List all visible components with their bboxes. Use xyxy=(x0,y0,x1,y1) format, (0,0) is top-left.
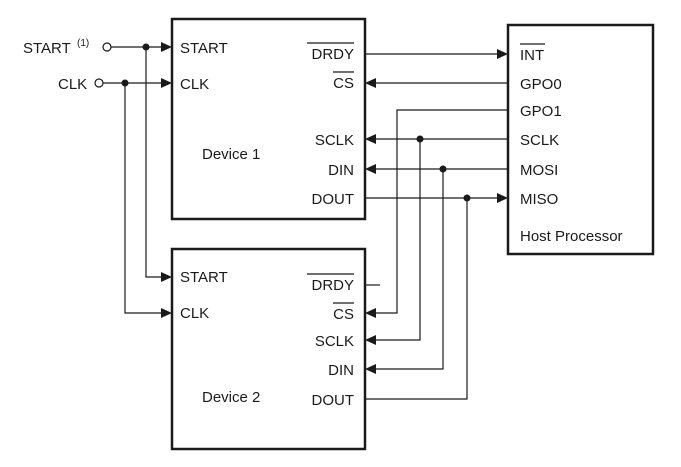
miso-arrow xyxy=(497,193,508,203)
clk-net xyxy=(103,78,172,318)
gpo0-cs-net xyxy=(365,78,508,88)
device-2-labels: Device 2 START CLK DRDY CS SCLK DIN DOUT xyxy=(180,269,354,409)
device-2-pin-din: DIN xyxy=(328,362,354,379)
host-processor-labels: INT GPO0 GPO1 SCLK MOSI MISO Host Proces… xyxy=(520,43,623,245)
sclk-arrow-device-1 xyxy=(365,134,376,144)
device-2-pin-clk: CLK xyxy=(180,305,209,322)
device-1-pin-din: DIN xyxy=(328,162,354,179)
mosi-arrow-device-2 xyxy=(365,364,376,374)
gpo1-cs-wire xyxy=(367,109,508,314)
device-2-pin-dout: DOUT xyxy=(312,392,355,409)
device-2-box xyxy=(170,247,367,451)
device-2-pin-sclk: SCLK xyxy=(315,333,354,350)
dout-wire-device-2 xyxy=(365,198,468,400)
device-1-pin-clk: CLK xyxy=(180,76,209,93)
clk-arrow-device-1 xyxy=(161,78,172,88)
device-2-title: Device 2 xyxy=(202,389,260,406)
device-1-pin-cs: CS xyxy=(333,75,354,92)
start-input-label: START xyxy=(23,40,71,57)
host-pin-mosi: MOSI xyxy=(520,162,558,179)
drdy-int-arrow xyxy=(497,49,508,59)
sclk-net xyxy=(365,134,508,345)
host-pin-miso: MISO xyxy=(520,191,558,208)
start-arrow-device-2 xyxy=(161,272,172,282)
gpo1-cs-arrow xyxy=(365,308,376,318)
mosi-junction-dot xyxy=(439,165,447,173)
gpo0-cs-arrow xyxy=(365,78,376,88)
clk-junction-dot xyxy=(121,79,129,87)
start-input-terminal xyxy=(102,42,112,52)
device-1-pin-dout: DOUT xyxy=(312,191,355,208)
drdy-int-net xyxy=(365,49,508,59)
start-arrow-device-1 xyxy=(161,42,172,52)
clk-input-terminal xyxy=(94,78,104,88)
host-pin-int: INT xyxy=(520,47,544,64)
start-junction-dot xyxy=(142,43,150,51)
external-inputs: START (1) CLK xyxy=(23,38,112,93)
clk-input-label: CLK xyxy=(58,76,87,93)
device-2-pin-drdy: DRDY xyxy=(311,277,354,294)
sclk-wire-device-2 xyxy=(367,139,421,341)
host-title: Host Processor xyxy=(520,228,623,245)
device-2-pin-start: START xyxy=(180,269,228,286)
host-pin-gpo0: GPO0 xyxy=(520,76,562,93)
dout-miso-net xyxy=(365,193,508,400)
start-net xyxy=(111,42,172,282)
gpo1-cs-net xyxy=(365,109,508,318)
sclk-junction-dot xyxy=(416,135,424,143)
host-pin-gpo1: GPO1 xyxy=(520,103,562,120)
device-1-pin-sclk: SCLK xyxy=(315,132,354,149)
device-1-pin-drdy: DRDY xyxy=(311,46,354,63)
miso-junction-dot xyxy=(463,194,471,202)
clk-wire-to-device-2 xyxy=(124,83,170,314)
host-processor-box xyxy=(506,23,655,256)
mosi-wire-device-2 xyxy=(367,169,444,370)
mosi-arrow-device-1 xyxy=(365,164,376,174)
device-1-pin-start: START xyxy=(180,40,228,57)
device-1-title: Device 1 xyxy=(202,146,260,163)
device-2-pin-cs: CS xyxy=(333,306,354,323)
sclk-arrow-device-2 xyxy=(365,335,376,345)
device-1-labels: Device 1 START CLK DRDY CS SCLK DIN DOUT xyxy=(180,40,354,208)
start-input-note: (1) xyxy=(77,38,89,49)
clk-arrow-device-2 xyxy=(161,308,172,318)
mosi-din-net xyxy=(365,164,508,374)
device-1-box xyxy=(170,17,367,221)
host-pin-sclk: SCLK xyxy=(520,132,559,149)
